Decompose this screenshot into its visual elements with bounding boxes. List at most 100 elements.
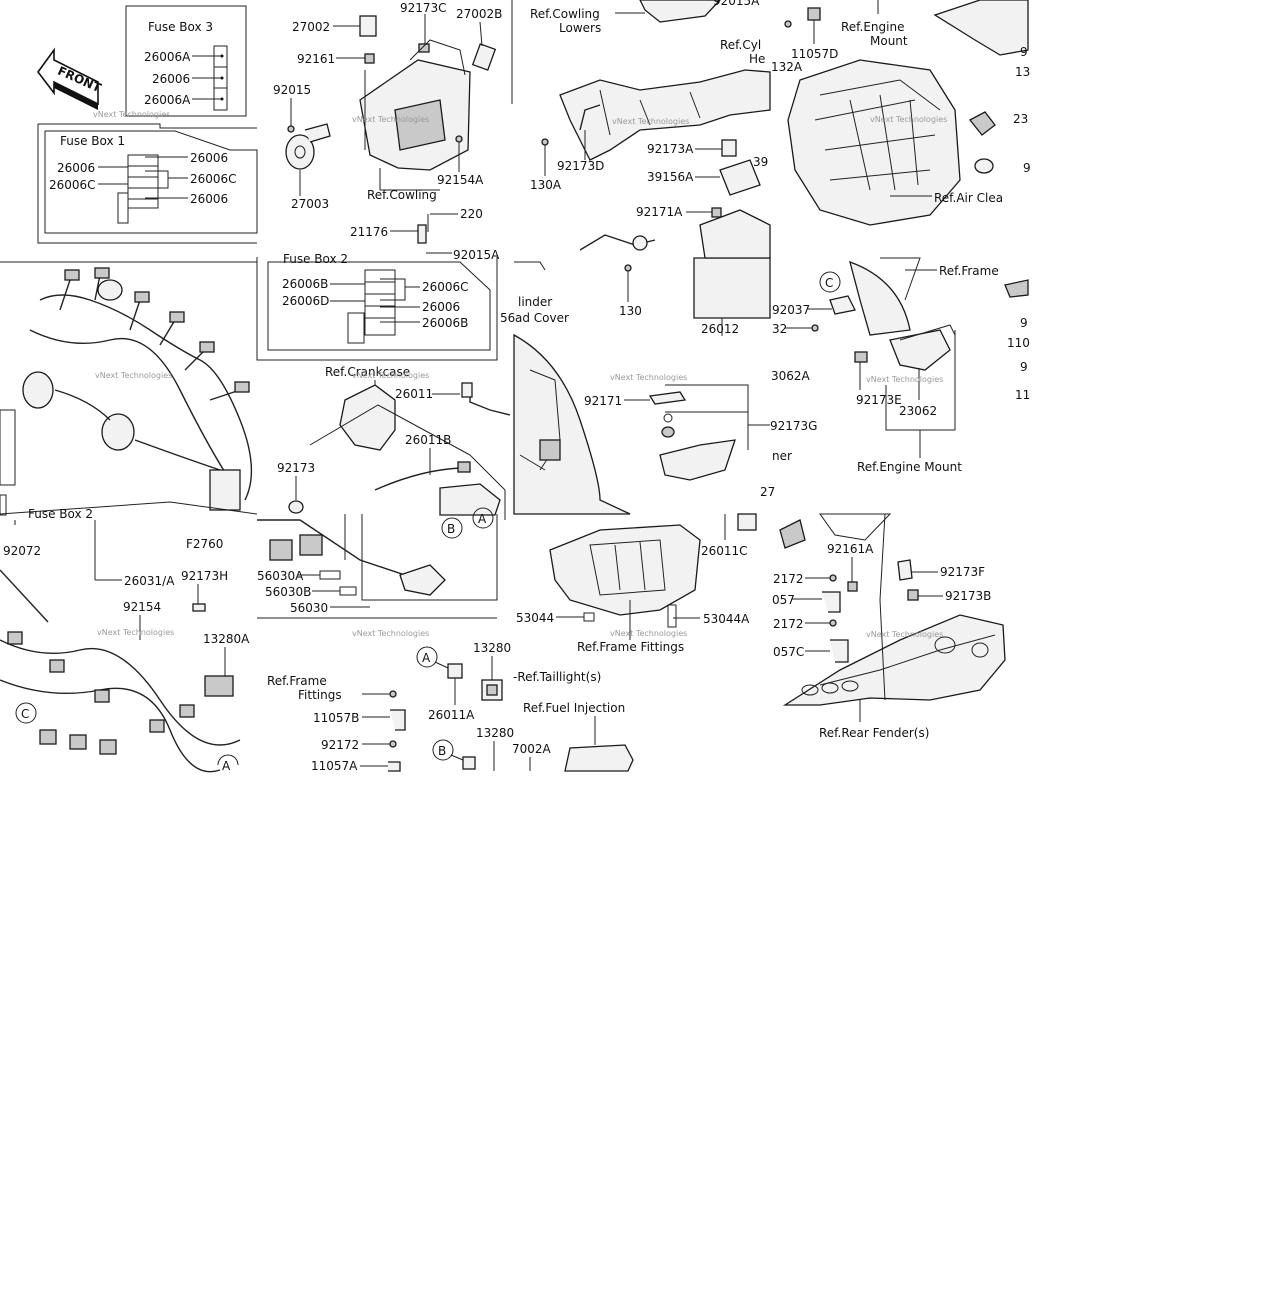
label-92161: 92161 xyxy=(297,52,335,66)
label-13280a: 13280A xyxy=(203,632,250,646)
label-110: 110 xyxy=(1007,336,1030,350)
fuse-box-2-title: Fuse Box 2 xyxy=(283,252,348,266)
fuel-injection-body xyxy=(564,744,634,772)
label-92171: 92171 xyxy=(584,394,622,408)
label-27003: 27003 xyxy=(291,197,329,211)
label-ref-engine-mount: Ref.Engine Mount xyxy=(857,460,962,474)
label-56030b: 56030B xyxy=(265,585,311,599)
crankcase-cover xyxy=(339,384,396,451)
fb1-label-l1: 26006 xyxy=(57,161,95,175)
watermark: vNext Technologies xyxy=(866,630,943,639)
label-7002a: 7002A xyxy=(512,742,552,756)
label-13: 13 xyxy=(1015,65,1030,79)
label-ref-rear-fenders: Ref.Rear Fender(s) xyxy=(819,726,929,740)
callout-b-bottom: B xyxy=(438,744,446,758)
label-9-a: 9 xyxy=(1020,316,1028,330)
callout-c-right: C xyxy=(825,276,833,290)
label-ref-frame-fittings-b1: Ref.Frame xyxy=(267,674,327,688)
label-ref-frame-fittings: Ref.Frame Fittings xyxy=(577,640,684,654)
label-ref-engine-mount-b: Mount xyxy=(870,34,908,48)
tile-connectors: 56030A 56030B 56030 xyxy=(257,514,498,619)
frame-piece xyxy=(559,69,771,161)
fb2-label-26006c: 26006C xyxy=(422,280,469,294)
label-92173: 92173 xyxy=(277,461,315,475)
relay-27002 xyxy=(359,15,377,37)
label-3062a: 3062A xyxy=(771,369,811,383)
fb1-label-l2: 26006C xyxy=(49,178,96,192)
label-92015a: 92015A xyxy=(453,248,500,262)
label-92173a: 92173A xyxy=(647,142,694,156)
fb2-label-26006: 26006 xyxy=(422,300,460,314)
watermark: vNext Technologies xyxy=(612,117,689,126)
label-11057d: 11057D xyxy=(791,47,838,61)
label-13280-b: 13280 xyxy=(476,726,514,740)
tile-horn-relays: 27002 92173C 27002B 92161 92015 27003 Re… xyxy=(273,1,502,262)
relay-27002b xyxy=(471,43,497,71)
label-f2760: F2760 xyxy=(186,537,223,551)
relay-13280a xyxy=(204,675,234,697)
label-ref-cowling-lowers-1: Ref.Cowling xyxy=(530,7,600,21)
label-92172: 92172 xyxy=(321,738,359,752)
label-92015: 92015 xyxy=(273,83,311,97)
fb3-label-b: 26006 xyxy=(152,72,190,86)
label-26011a: 26011A xyxy=(428,708,475,722)
tile-rear-fender: 92161A 2172 057 92173F 92173B 2172 057C … xyxy=(772,513,1006,740)
label-ref-cyl: Ref.Cyl xyxy=(720,38,761,52)
tile-battery-tray: 26011C 53044 53044A Ref.Frame Fittings xyxy=(516,513,757,654)
label-26012: 26012 xyxy=(701,322,739,336)
tile-fuse-box-2: Fuse Box 2 26006B 26006D 26006C 26006 26… xyxy=(256,252,540,539)
label-220: 220 xyxy=(460,207,483,221)
tile-main-harness xyxy=(0,261,257,516)
label-2172-b: 2172 xyxy=(773,617,804,631)
tile-fuse-boxes: FRONT Fuse Box 3 26006A 26006 26006A Fus… xyxy=(37,5,258,244)
tile-battery-area: Ref.Cowling Lowers 92015A Ref.Cyl He 130… xyxy=(500,0,771,336)
label-92154a: 92154A xyxy=(437,173,484,187)
label-26011b: 26011B xyxy=(405,433,451,447)
fb1-label-r2: 26006C xyxy=(190,172,237,186)
callout-c-left: C xyxy=(21,707,29,721)
label-23: 23 xyxy=(1013,112,1028,126)
label-92037: 92037 xyxy=(772,303,810,317)
label-ref-fuel-injection: Ref.Fuel Injection xyxy=(523,701,625,715)
tile-frame-mid: 92171 92173G ner 27 3062A xyxy=(513,333,817,515)
label-92161a: 92161A xyxy=(827,542,874,556)
label-11057b: 11057B xyxy=(313,711,359,725)
label-56030: 56030 xyxy=(290,601,328,615)
label-26031a: 26031/A xyxy=(124,574,175,588)
label-ref-cowling: Ref.Cowling xyxy=(367,188,437,202)
fuse-box-1-title: Fuse Box 1 xyxy=(60,134,125,148)
watermark: vNext Technologies xyxy=(97,628,174,637)
horn-27003 xyxy=(285,134,315,170)
label-27002b: 27002B xyxy=(456,7,502,21)
label-ref-frame-fittings-b2: Fittings xyxy=(298,688,342,702)
fb3-label-a: 26006A xyxy=(144,50,191,64)
callout-a-bottom: A xyxy=(422,651,431,665)
label-ref-crankcase: Ref.Crankcase xyxy=(325,365,410,379)
label-130a: 130A xyxy=(530,178,562,192)
label-92173h: 92173H xyxy=(181,569,228,583)
label-ref-engine-mount-a: Ref.Engine xyxy=(841,20,904,34)
tile-sub-harness: Fuse Box 2 92072 F2760 26031/A 92173H 92… xyxy=(0,501,258,773)
fb2-label-26006b-2: 26006B xyxy=(422,316,468,330)
label-56-mid: 56 xyxy=(500,311,515,325)
label-head-cover: ad Cover xyxy=(515,311,569,325)
label-ref-air-cleaner: Ref.Air Clea xyxy=(934,191,1003,205)
battery-tray xyxy=(549,524,701,616)
label-56030a: 56030A xyxy=(257,569,304,583)
harness-main-trunk xyxy=(39,294,253,501)
fb1-label-r1: 26006 xyxy=(190,151,228,165)
callout-b-mid: B xyxy=(447,522,455,536)
fuse-box-3-frame xyxy=(125,5,247,117)
fuse-box-1-frame xyxy=(44,130,258,234)
tile-engine-mount: Ref.Frame C 92037 32 92173E 23062 Ref.En… xyxy=(772,257,1030,474)
watermark: vNext Technologies xyxy=(93,110,170,119)
watermark: vNext Technologies xyxy=(352,115,429,124)
callout-a-left: A xyxy=(222,759,231,773)
watermark: vNext Technologies xyxy=(352,629,429,638)
watermark: vNext Technologies xyxy=(870,115,947,124)
label-13280: 13280 xyxy=(473,641,511,655)
label-53044a: 53044A xyxy=(703,612,750,626)
callout-a-mid: A xyxy=(478,512,487,526)
